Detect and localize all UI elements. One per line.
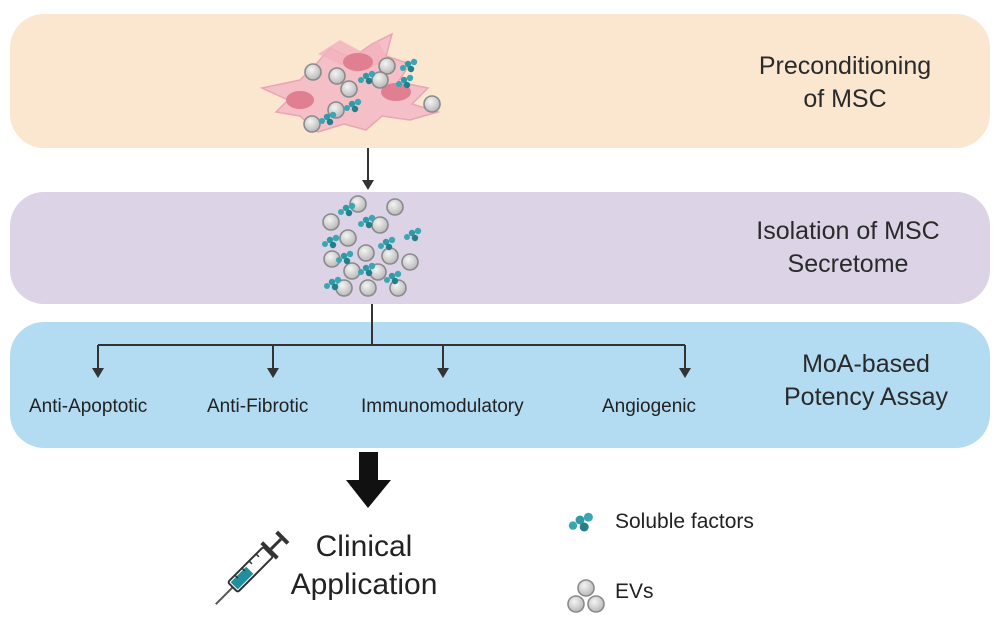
isolation-label-line1: Isolation of MSC [756,217,940,245]
moa-band [10,322,990,448]
clinical-line1: Clinical [315,530,413,563]
assay-arrowheads [92,368,691,378]
moa-label-line2: Potency Assay [784,383,948,411]
moa-label-line1: MoA-based [802,350,930,378]
legend-soluble-factors: Soluble factors [615,510,754,533]
assay-anti-fibrotic: Anti-Fibrotic [207,396,309,417]
arrow-pre-to-iso [362,148,374,190]
isolation-label: Isolation of MSC Secretome [728,215,968,281]
isolation-band [10,192,990,304]
clinical-application-label: Clinical Application [276,528,452,604]
assay-immunomodulatory: Immunomodulatory [361,396,524,417]
preconditioning-label: Preconditioning of MSC [730,50,960,116]
preconditioning-label-line2: of MSC [803,85,887,113]
assay-anti-apoptotic: Anti-Apoptotic [29,396,148,417]
down-arrow-icon [346,452,391,508]
clinical-line2: Application [290,568,438,601]
msc-cells-illustration [259,32,441,133]
assay-branches [97,304,686,368]
soluble-factor-icon [568,512,593,532]
assay-angiogenic: Angiogenic [602,396,697,417]
preconditioning-label-line1: Preconditioning [758,52,932,80]
syringe-icon [215,530,290,605]
secretome-cluster [322,195,422,297]
ev-icon [567,579,605,613]
legend-evs: EVs [615,580,654,603]
moa-label: MoA-based Potency Assay [766,348,966,414]
preconditioning-band [10,14,990,148]
isolation-label-line2: Secretome [787,250,909,278]
